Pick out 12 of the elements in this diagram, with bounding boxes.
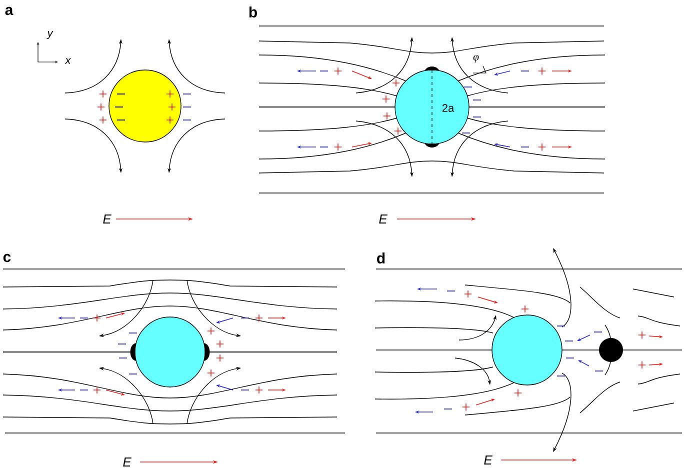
- panel-letter: d: [377, 252, 385, 264]
- panel-letter: a: [5, 6, 14, 16]
- angle-label: φ: [473, 55, 479, 63]
- axis-label: x: [64, 58, 72, 64]
- panel-letter: b: [249, 6, 257, 18]
- field-label: E: [103, 214, 112, 224]
- field-label: E: [484, 456, 492, 464]
- dimension-label: 2a: [442, 104, 454, 112]
- axis-label: y: [46, 30, 54, 40]
- field-label: E: [123, 458, 132, 466]
- panel-letter: c: [3, 254, 11, 262]
- field-label: E: [379, 214, 388, 224]
